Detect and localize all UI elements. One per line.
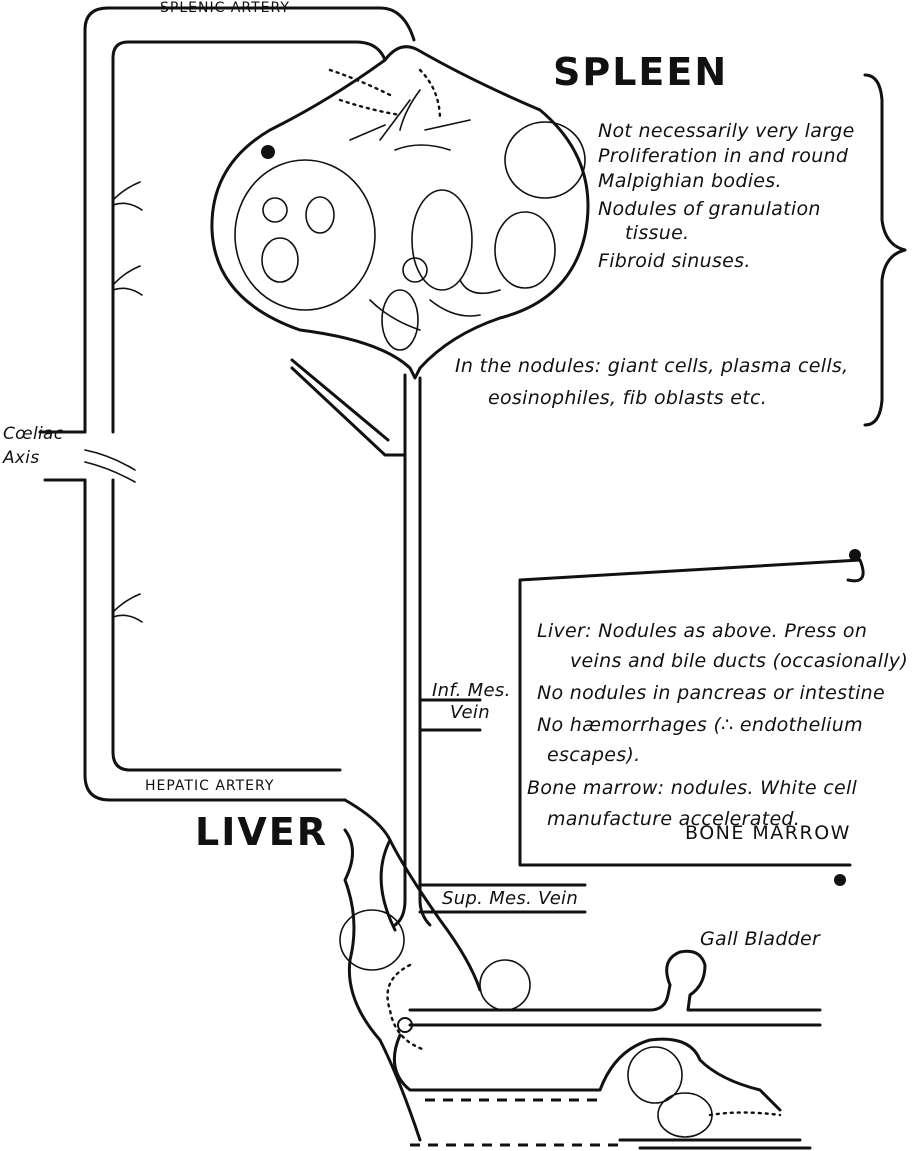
malpighian-body (505, 122, 585, 198)
liver-note: manufacture accelerated. (547, 808, 800, 830)
artery-branch (113, 182, 142, 210)
splenic-artery (85, 8, 414, 432)
coeliac-axis-label-2: Axis (3, 448, 39, 468)
hepatic-artery-inner (113, 480, 340, 770)
liver-note: No hæmorrhages (∴ endothelium (537, 714, 863, 736)
gall-bladder-label: Gall Bladder (700, 928, 820, 950)
spleen-note: Fibroid sinuses. (598, 250, 751, 272)
malpighian-body (235, 160, 375, 310)
liver-note: escapes). (547, 744, 640, 766)
nodule (412, 190, 472, 290)
bone-marrow-nodule (658, 1093, 712, 1137)
spleen-note: Proliferation in and round (598, 145, 848, 167)
spleen-note: Nodules of granulation (598, 198, 821, 220)
liver-title: LIVER (195, 810, 328, 854)
spleen-vein-branch (292, 368, 405, 455)
sup-mes-vein-label: Sup. Mes. Vein (442, 888, 578, 909)
artery-branch (113, 266, 142, 295)
splenic-vein-right (420, 378, 430, 925)
bile-duct (410, 985, 670, 1010)
nodule-note: eosinophiles, fib oblasts etc. (488, 387, 767, 409)
nodule (382, 290, 418, 350)
coeliac-axis-label-1: Cœliac (3, 424, 63, 444)
giant-cell (261, 145, 275, 159)
spleen-note: Not necessarily very large (598, 120, 855, 142)
splenic-artery-label: SPLENIC ARTERY (160, 0, 290, 16)
inf-mes-vein-label-1: Inf. Mes. (432, 680, 511, 701)
gall-bladder (667, 951, 820, 1010)
hepatic-artery (85, 480, 345, 800)
spleen-notes-brace (865, 75, 905, 425)
nodule-note: In the nodules: giant cells, plasma cell… (455, 355, 848, 377)
liver-dotted (388, 965, 426, 1050)
liver-note: Liver: Nodules as above. Press on (537, 620, 867, 642)
spleen-title: SPLEEN (553, 50, 728, 94)
liver-note: No nodules in pancreas or intestine (537, 682, 885, 704)
inf-mes-vein-label-2: Vein (450, 702, 490, 723)
liver-note: veins and bile ducts (occasionally) (570, 650, 908, 672)
splenic-artery-inner (113, 42, 385, 432)
liver-note: Bone marrow: nodules. White cell (527, 777, 857, 799)
hepatic-artery-label: HEPATIC ARTERY (145, 778, 274, 794)
nodule (495, 212, 555, 288)
spleen-note: Malpighian bodies. (598, 170, 782, 192)
splenic-vein (395, 375, 405, 925)
liver-nodule (480, 960, 530, 1010)
artery-branch (113, 594, 142, 622)
spleen-note: tissue. (625, 222, 689, 244)
